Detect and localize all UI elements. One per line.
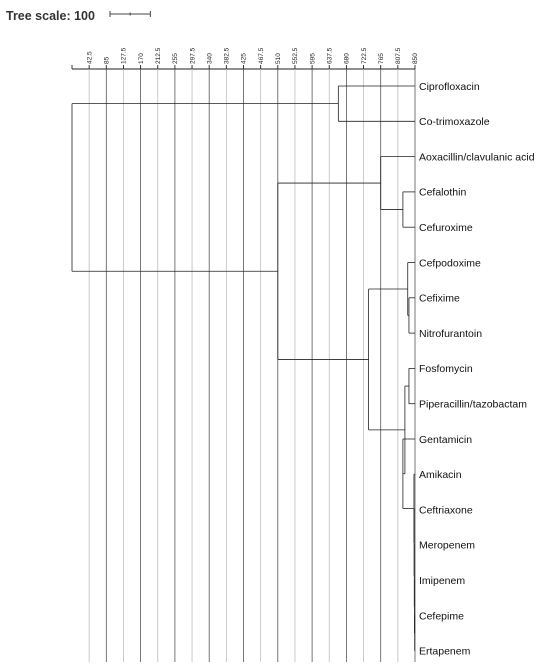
x-tick-label: 595 bbox=[309, 53, 316, 64]
leaf-label: Cefuroxime bbox=[419, 222, 473, 234]
x-tick-label: 807.5 bbox=[395, 47, 402, 64]
axis-grid bbox=[71, 65, 416, 662]
x-tick-label: 382.5 bbox=[224, 47, 231, 64]
x-tick-label: 42.5 bbox=[86, 51, 93, 64]
x-tick-label: 850 bbox=[412, 53, 419, 64]
leaf-label: Piperacillin/tazobactam bbox=[419, 399, 527, 411]
axis-ticks: 42.5 85 127.5 170 212.5 255 297.5 340 382.5 425 46… bbox=[86, 47, 419, 64]
leaf-labels: CiprofloxacinCo-trimoxazoleAoxacillin/cl… bbox=[419, 81, 535, 658]
leaf-label: Cefpodoxime bbox=[419, 257, 481, 269]
tree-scale-bar bbox=[109, 11, 151, 17]
leaf-label: Nitrofurantoin bbox=[419, 328, 482, 340]
leaf-label: Ciprofloxacin bbox=[419, 81, 480, 93]
leaf-label: Aoxacillin/clavulanic acid bbox=[419, 151, 535, 163]
leaf-label: Ertapenem bbox=[419, 646, 471, 658]
x-tick-label: 212.5 bbox=[155, 47, 162, 64]
tree-branches bbox=[71, 85, 416, 652]
leaf-label: Amikacin bbox=[419, 469, 462, 481]
leaf-label: Cefalothin bbox=[419, 187, 466, 199]
x-tick-label: 510 bbox=[275, 53, 282, 64]
x-tick-label: 297.5 bbox=[189, 47, 196, 64]
leaf-label: Gentamicin bbox=[419, 434, 472, 446]
leaf-label: Ceftriaxone bbox=[419, 504, 473, 516]
leaf-label: Co-trimoxazole bbox=[419, 116, 490, 128]
x-tick-label: 765 bbox=[378, 53, 385, 64]
leaf-label: Fosfomycin bbox=[419, 363, 473, 375]
x-tick-label: 680 bbox=[344, 53, 351, 64]
x-tick-label: 340 bbox=[206, 53, 213, 64]
x-tick-label: 467.5 bbox=[258, 47, 265, 64]
x-tick-label: 425 bbox=[241, 53, 248, 64]
leaf-label: Meropenem bbox=[419, 540, 475, 552]
x-tick-label: 637.5 bbox=[326, 47, 333, 64]
x-tick-label: 85 bbox=[104, 56, 111, 64]
x-tick-label: 170 bbox=[138, 53, 145, 64]
x-tick-label: 255 bbox=[172, 53, 179, 64]
tree-scale-title: Tree scale: 100 bbox=[6, 9, 95, 23]
leaf-label: Cefepime bbox=[419, 610, 464, 622]
leaf-label: Cefixime bbox=[419, 293, 460, 305]
x-tick-label: 127.5 bbox=[121, 47, 128, 64]
x-tick-label: 722.5 bbox=[361, 47, 368, 64]
leaf-label: Imipenem bbox=[419, 575, 465, 587]
x-tick-label: 552.5 bbox=[292, 47, 299, 64]
